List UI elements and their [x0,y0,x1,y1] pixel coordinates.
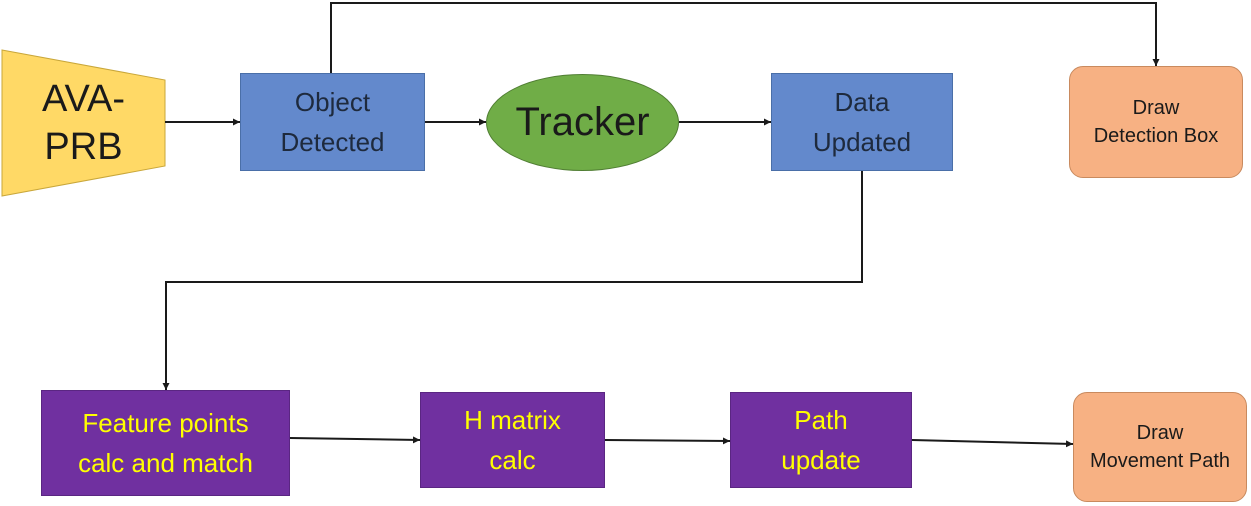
path-update-label: Path update [781,405,861,475]
arrow-h-matrix-to-path-update [604,437,731,445]
source-label: AVA- PRB [41,78,126,168]
data-updated-node: Data Updated [771,73,953,171]
draw-detection-box-label: Draw Detection Box [1093,97,1219,147]
tracker-node: Tracker [486,74,679,171]
source-trapezoid-shape [1,49,166,197]
data-updated-label: Data Updated [812,87,912,157]
h-matrix-node: H matrix calc [420,392,605,488]
draw-detection-box-node: Draw Detection Box [1069,66,1243,178]
source-node: AVA- PRB [2,50,165,196]
draw-movement-path-node: Draw Movement Path [1073,392,1247,502]
arrow-feature-points-to-h-matrix [289,436,421,444]
feature-points-label: Feature points calc and match [78,408,253,478]
draw-movement-path-label: Draw Movement Path [1089,422,1231,472]
arrow-object-detected-to-draw-detection-box [330,2,1160,73]
arrow-path-update-to-draw-movement-path [911,439,1074,448]
object-detected-node: Object Detected [240,73,425,171]
object-detected-label: Object Detected [280,87,385,157]
feature-points-node: Feature points calc and match [41,390,290,496]
path-update-node: Path update [730,392,912,488]
arrow-data-updated-to-feature-points [162,171,863,390]
tracker-label: Tracker [515,100,650,144]
h-matrix-label: H matrix calc [464,405,561,475]
